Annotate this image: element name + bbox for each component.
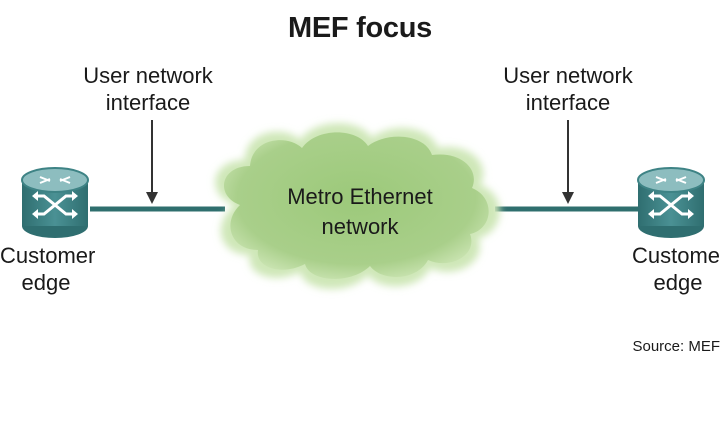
- left-interface-label-line2: interface: [105, 90, 191, 115]
- left-router-icon: [21, 167, 89, 238]
- left-arrow-down-icon: [146, 120, 158, 204]
- left-interface-label-line1: User network: [83, 63, 213, 88]
- cloud-icon: [215, 123, 500, 289]
- cloud-label: Metro Ethernet network: [250, 182, 470, 242]
- right-interface-label-line1: User network: [503, 63, 633, 88]
- right-router-icon: [637, 167, 705, 238]
- right-interface-label-line2: interface: [525, 90, 611, 115]
- source-note: Source: MEF: [632, 338, 720, 355]
- right-arrow-down-icon: [562, 120, 574, 204]
- right-customer-edge-label: Customer edge: [632, 242, 720, 296]
- right-customer-edge-line1: Customer: [632, 243, 720, 268]
- left-customer-edge-line1: Customer: [0, 243, 96, 268]
- left-customer-edge-label: Customer edge: [0, 242, 96, 296]
- left-interface-label: User network interface: [58, 62, 238, 116]
- right-customer-edge-line2: edge: [653, 270, 703, 295]
- right-interface-label: User network interface: [478, 62, 658, 116]
- cloud-label-line1: Metro Ethernet: [287, 184, 433, 209]
- diagram-title: MEF focus: [288, 12, 432, 44]
- left-customer-edge-line2: edge: [21, 270, 71, 295]
- cloud-label-line2: network: [321, 214, 399, 239]
